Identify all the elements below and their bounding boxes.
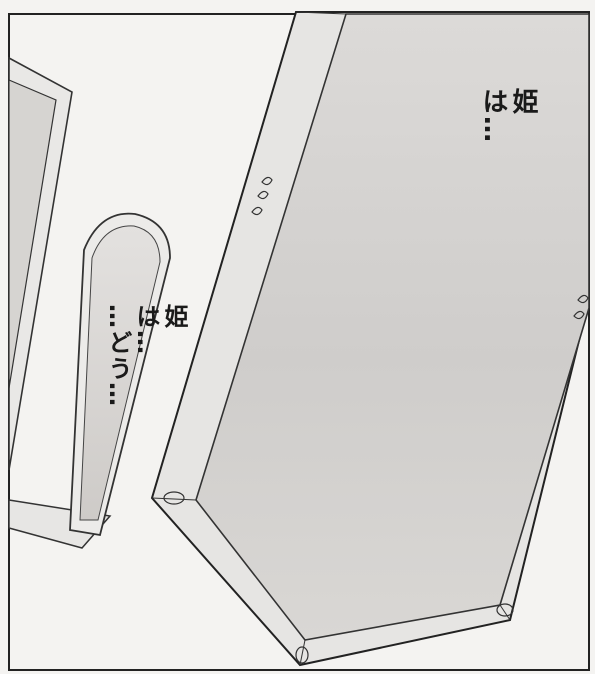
speech-bubble-2-text: 姫は……どう…: [104, 304, 188, 408]
large-mirror-frame: [150, 11, 590, 667]
speech-bubble-1-text: 姫は…: [478, 88, 538, 144]
left-mirror-frame: [8, 56, 73, 471]
arched-mirror-bubble: [69, 212, 171, 537]
